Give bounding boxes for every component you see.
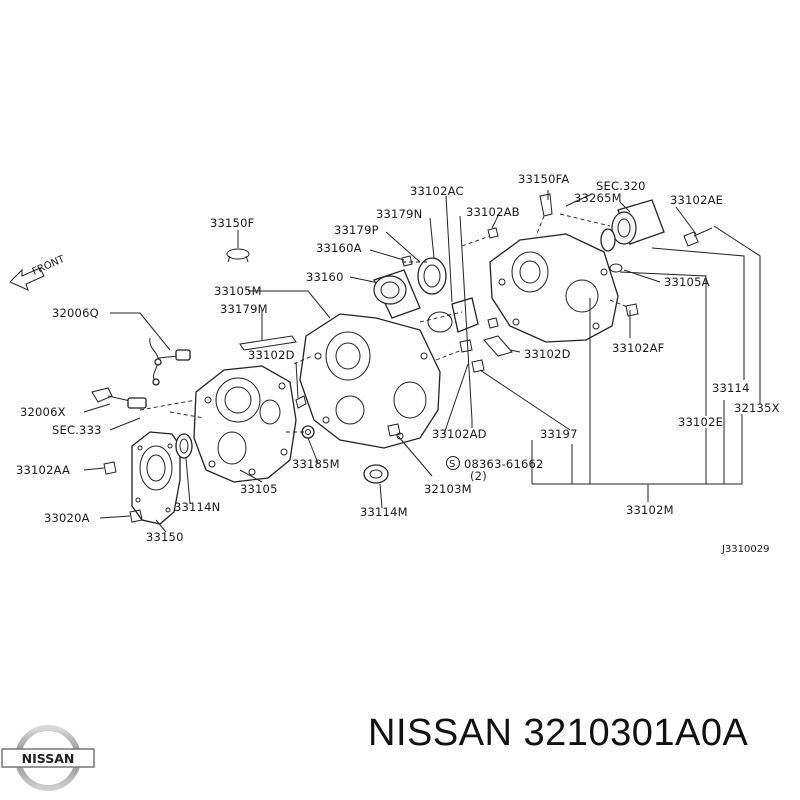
label-33150f: 33150F [210,216,254,230]
front-arrow-icon [9,267,45,291]
sleeve-33160 [373,269,421,319]
label-33102aa: 33102AA [16,463,70,477]
label-32135x: 32135X [734,401,780,415]
label-33185m: 33185M [292,457,340,471]
label-32006x: 32006X [20,405,66,419]
label-sec-320: SEC.320 [596,179,646,193]
front-case-33105 [193,365,297,483]
bolt-33197 [471,359,485,373]
label-33114m: 33114M [360,505,408,519]
bolt-33102ab [487,227,499,239]
label-sec-333: SEC.333 [52,423,102,437]
part-number-title: NISSAN 3210301A0A [368,712,749,754]
ring-33105a [609,263,623,273]
label-33179m: 33179M [220,302,268,316]
label-33102ab: 33102AB [466,205,520,219]
bearing-33265m [611,199,665,245]
oil-seal-33114m [363,464,389,484]
bearing-33179n [417,257,447,295]
assembly-guide-lines [139,213,631,433]
label-33102af: 33102AF [612,341,664,355]
bolt-33102af [625,303,639,317]
label-33160: 33160 [306,270,344,284]
oil-seal-33114n [175,433,193,459]
label-33102ad: 33102AD [432,427,487,441]
sleeve-33102ac [427,297,479,333]
label-08363-61662: 08363-61662 [464,457,544,471]
label-33105a: 33105A [664,275,710,289]
center-case-33105m [299,313,441,449]
label-33105: 33105 [240,482,278,496]
bolt-33160a [401,255,413,267]
sensor-32006x [91,387,147,409]
label-32006q: 32006Q [52,306,99,320]
leader-lines [83,190,761,533]
sensor-harness-32006q [149,337,191,386]
label-32103m: 32103M [424,482,472,496]
label-33102e: 33102E [678,415,723,429]
snap-ring-33150f [226,248,250,263]
bolt-33020a [129,509,143,523]
bolt-33102aa [103,461,117,475]
bolt-symbol-circle: S [446,456,460,470]
label-33265m: 33265M [574,191,622,205]
front-direction-label: FRONT [31,253,67,277]
label-33102ae: 33102AE [670,193,723,207]
nissan-logo: NISSAN [1,725,95,791]
label-33020a: 33020A [44,511,90,525]
label-33102d-left: 33102D [248,348,295,362]
bolt-33102ae [683,227,713,247]
bolt-33102ad [459,317,499,353]
seal-33265m [600,228,616,252]
part-labels: 33150FA SEC.320 33102AC 33265M 33102AE 3… [16,172,780,555]
label-33105m: 33105M [214,284,262,298]
label-33150fa: 33150FA [518,172,569,186]
label-33160a: 33160A [316,241,362,255]
label-33102d-right: 33102D [524,347,571,361]
label-33179p: 33179P [334,223,379,237]
rear-case-33105a [489,233,619,343]
diagram-reference-code: J3310029 [721,544,770,555]
bolt-33102d-left [295,395,307,409]
label-33114: 33114 [712,381,750,395]
nissan-logo-text: NISSAN [22,751,75,766]
bolt-symbol: S [449,459,455,470]
label-33114n: 33114N [174,500,220,514]
label-33150: 33150 [146,530,184,544]
bolt-33102d-right [483,335,513,357]
label-33102ac: 33102AC [410,184,464,198]
label-33179n: 33179N [376,207,422,221]
bolt-08363-61662 [387,423,401,437]
bracket-33150fa [539,193,553,217]
label-33197: 33197 [540,427,578,441]
label-qty-2: (2) [470,469,487,483]
label-33102m: 33102M [626,503,674,517]
front-cover-33150 [131,431,181,525]
harness-clip-33179m [239,318,297,351]
